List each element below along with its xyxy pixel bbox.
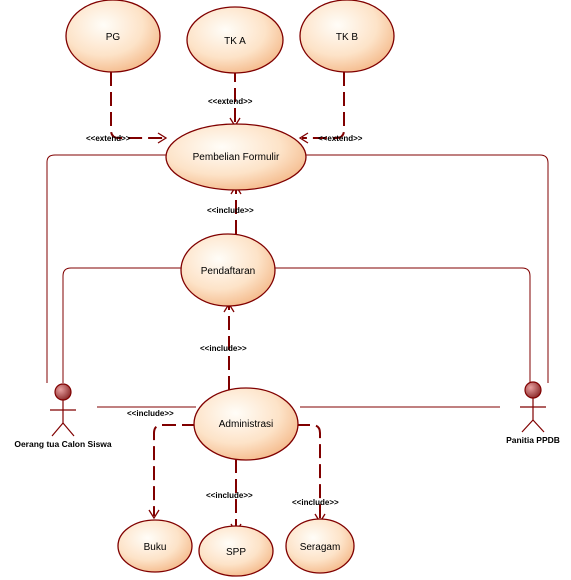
- actor-left-icon: [50, 383, 76, 437]
- extend-tkb-line: [302, 72, 345, 139]
- stereotype-include-buku: <<include>>: [127, 409, 174, 418]
- associations: [46, 154, 549, 408]
- include-buku-line: [153, 424, 196, 516]
- use-case-administrasi[interactable]: Administrasi: [193, 387, 299, 461]
- use-case-seragam[interactable]: Seragam: [285, 518, 355, 574]
- stereotype-include-seragam: <<include>>: [292, 498, 339, 507]
- actor-right-icon: [520, 381, 546, 433]
- include-seragam-line: [296, 424, 321, 520]
- use-case-spp-label: SPP: [226, 547, 246, 558]
- use-case-spp[interactable]: SPP: [198, 525, 274, 577]
- stereotype-labels: <<extend>> <<extend>> <<extend>> <<inclu…: [86, 97, 363, 507]
- use-case-buku-label: Buku: [144, 542, 167, 553]
- use-case-tka[interactable]: TK A: [186, 6, 284, 74]
- use-case-pg-label: PG: [106, 32, 121, 43]
- use-case-tkb-label: TK B: [336, 32, 359, 43]
- use-case-administrasi-label: Administrasi: [219, 419, 273, 430]
- actor-panitia-ppdb[interactable]: Panitia PPDB: [506, 381, 560, 445]
- assoc-left-pembelian: [46, 154, 168, 383]
- use-case-pendaftaran[interactable]: Pendaftaran: [180, 233, 276, 307]
- stereotype-extend-tka: <<extend>>: [208, 97, 253, 106]
- use-case-pg[interactable]: PG: [65, 0, 161, 73]
- stereotype-include-spp: <<include>>: [206, 491, 253, 500]
- use-case-pendaftaran-label: Pendaftaran: [201, 266, 256, 277]
- use-case-seragam-label: Seragam: [300, 542, 341, 553]
- assoc-right-pembelian: [306, 154, 549, 383]
- stereotype-extend-pg: <<extend>>: [86, 134, 131, 143]
- use-case-pembelian-formulir[interactable]: Pembelian Formulir: [165, 123, 307, 191]
- stereotype-include-pendaftaran: <<include>>: [200, 344, 247, 353]
- extend-pg-line: [110, 72, 164, 139]
- use-case-tka-label: TK A: [224, 36, 246, 47]
- use-case-pembelian-label: Pembelian Formulir: [193, 152, 280, 163]
- stereotype-include-pembelian: <<include>>: [207, 206, 254, 215]
- dependencies: [110, 68, 345, 530]
- assoc-right-pendaftaran: [274, 267, 531, 383]
- arrowhead-tkb: [298, 132, 309, 144]
- arrowhead-pg: [157, 132, 168, 144]
- stereotype-extend-tkb: <<extend>>: [318, 134, 363, 143]
- actor-right-label: Panitia PPDB: [506, 435, 560, 445]
- use-case-buku[interactable]: Buku: [117, 519, 193, 573]
- actor-orang-tua[interactable]: Oerang tua Calon Siswa: [14, 383, 112, 449]
- use-case-tkb[interactable]: TK B: [299, 0, 395, 73]
- assoc-left-pendaftaran: [62, 267, 182, 383]
- actor-left-label: Oerang tua Calon Siswa: [14, 439, 112, 449]
- arrowhead-include-buku: [148, 509, 160, 520]
